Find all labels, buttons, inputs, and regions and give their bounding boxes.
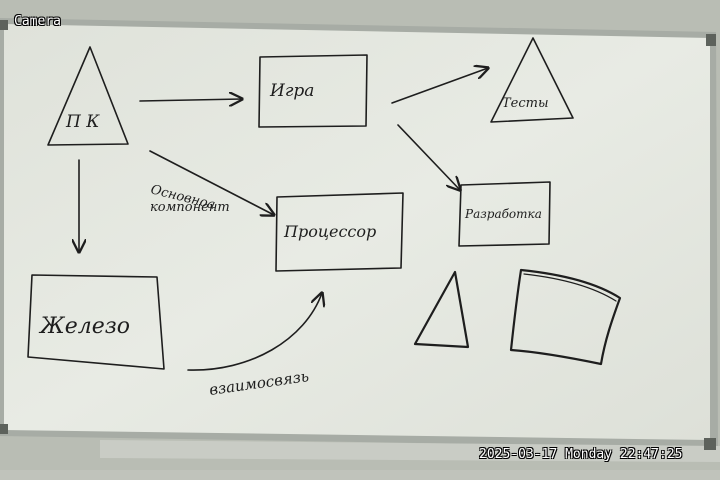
game-box bbox=[258, 54, 368, 128]
processor-box bbox=[275, 192, 404, 272]
label-tests: Тесты bbox=[502, 96, 549, 111]
marker-tray bbox=[100, 440, 720, 462]
floor-strip bbox=[0, 470, 720, 480]
label-pc: П К bbox=[65, 112, 100, 132]
label-hardware: Железо bbox=[38, 314, 130, 339]
label-main-component-2: компонент bbox=[150, 200, 230, 215]
hardware-box bbox=[27, 274, 165, 370]
corner-clip bbox=[0, 424, 8, 434]
arrow-pc-to-game bbox=[139, 99, 242, 101]
sketch-triangle bbox=[413, 270, 470, 349]
arrow-hardware-to-processor bbox=[187, 293, 322, 371]
arrow-game-to-development bbox=[397, 124, 460, 190]
camera-timestamp: 2025-03-17 Monday 22:47:25 bbox=[479, 447, 683, 462]
pc-triangle bbox=[47, 46, 129, 146]
corner-clip bbox=[0, 20, 8, 30]
sketch-rectangle-stroke bbox=[523, 273, 617, 302]
development-box bbox=[458, 181, 551, 247]
tests-triangle bbox=[490, 37, 574, 123]
arrow-game-to-tests bbox=[391, 68, 488, 104]
label-development: Разработка bbox=[464, 207, 542, 221]
corner-clip bbox=[704, 438, 716, 450]
label-game: Игра bbox=[269, 81, 314, 101]
camera-label: Camera bbox=[14, 14, 61, 29]
board-surface bbox=[4, 24, 710, 440]
label-processor: Процессор bbox=[283, 222, 376, 241]
corner-clip bbox=[706, 34, 716, 46]
arrow-pc-to-processor bbox=[149, 150, 274, 215]
sketch-rectangle bbox=[509, 268, 622, 366]
